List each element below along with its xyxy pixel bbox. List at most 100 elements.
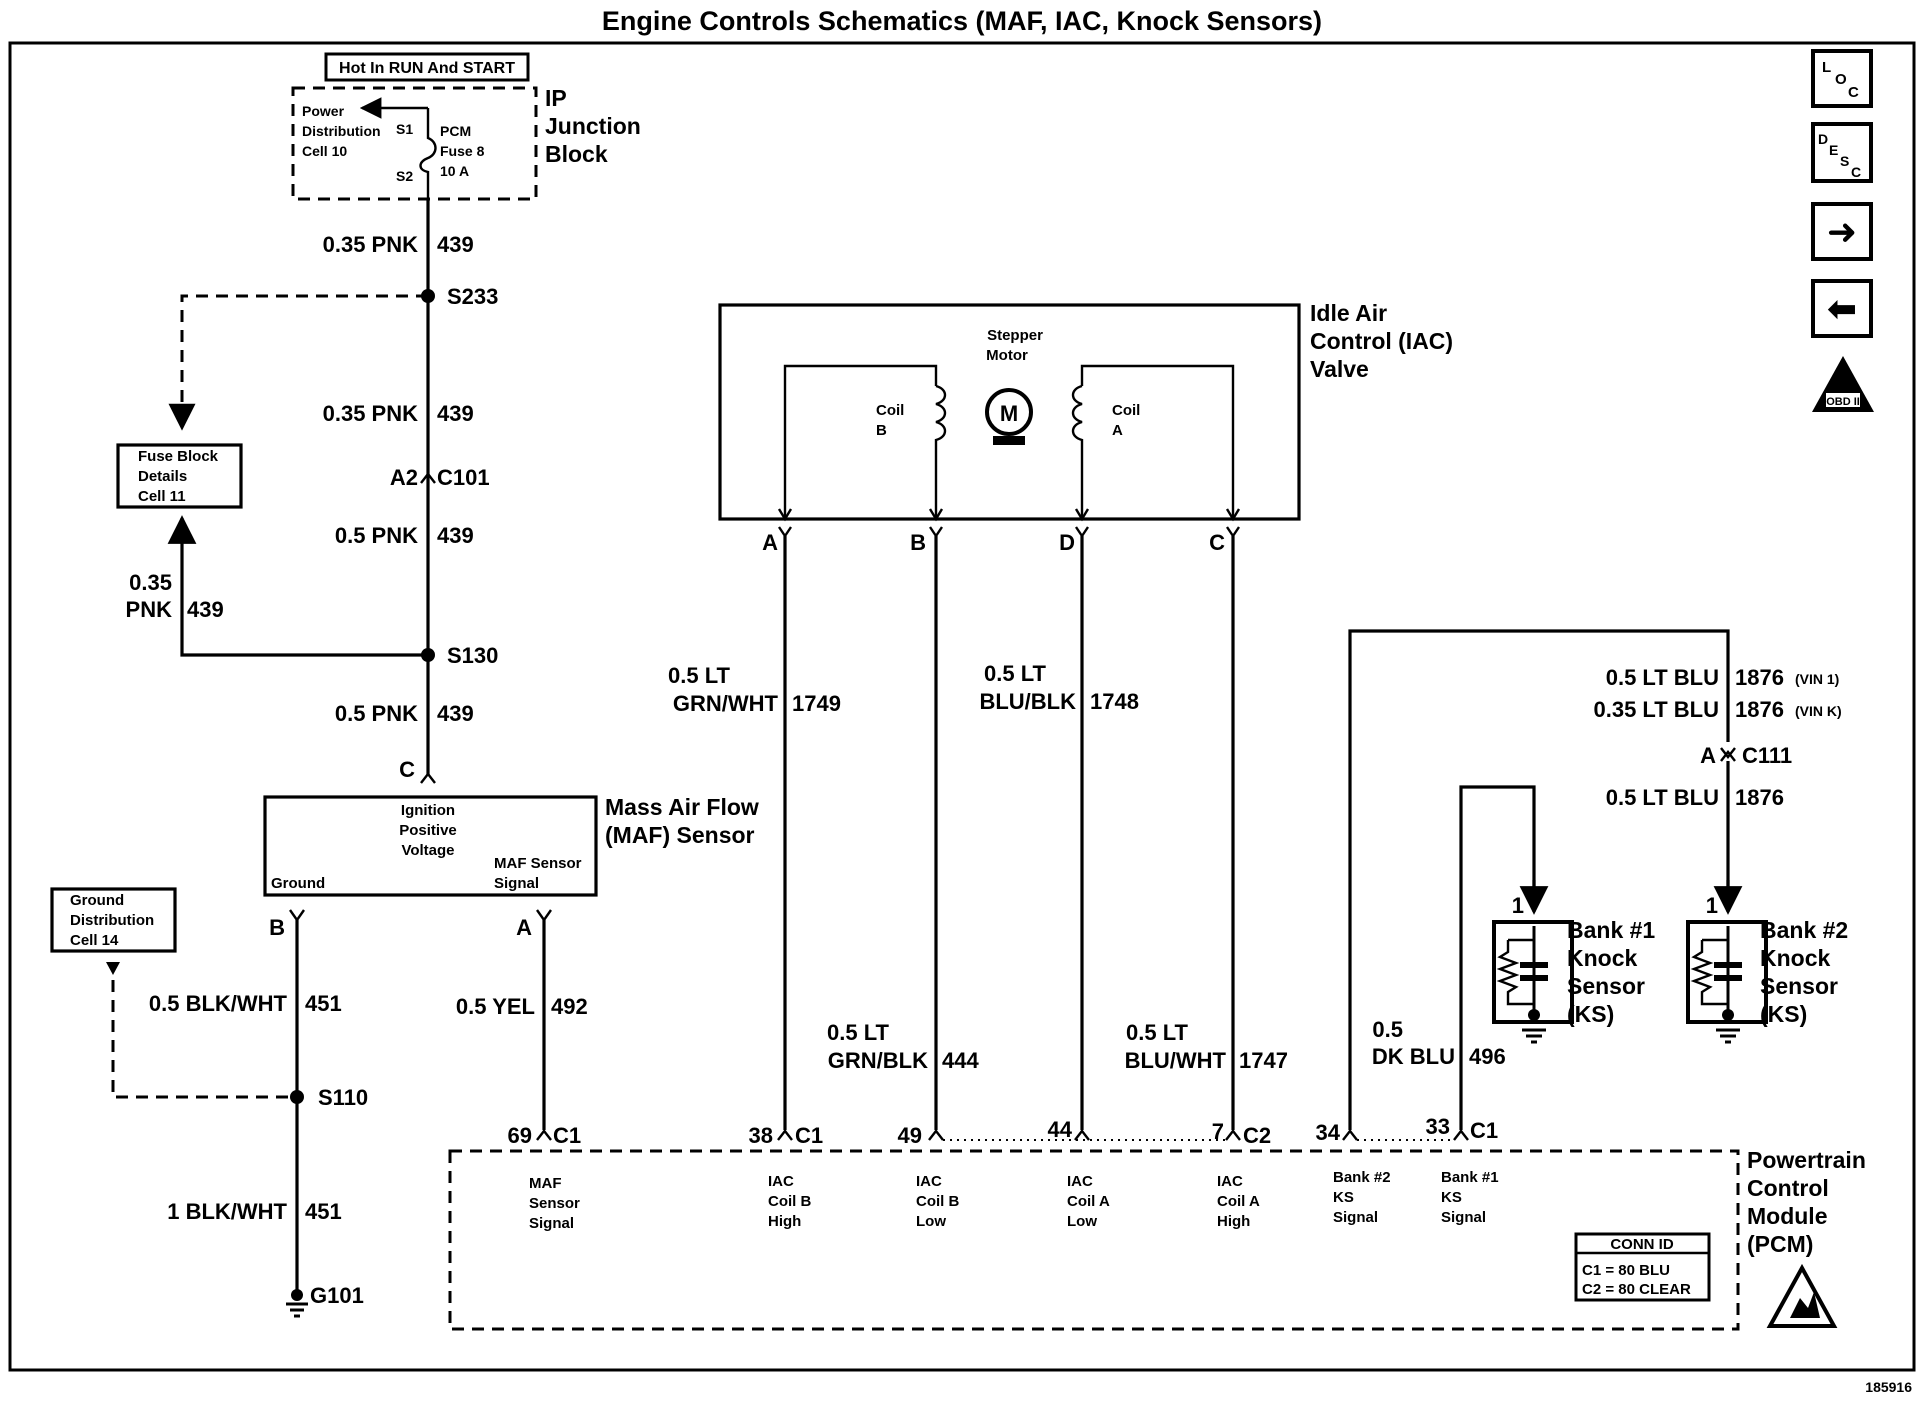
wire-1876-vin-a: (VIN 1) — [1795, 671, 1839, 687]
iac-pin-d: D — [1059, 530, 1075, 555]
wire-1747-circuit: 1747 — [1239, 1048, 1288, 1073]
pcm-iac-bl-1: IAC — [916, 1173, 942, 1190]
bank2-sensor-label-3: Sensor — [1760, 973, 1838, 999]
wire-1749-circuit: 1749 — [792, 691, 841, 716]
coil-b-label-1: Coil — [876, 402, 904, 419]
wire-439-size-2: 0.35 PNK — [323, 401, 418, 426]
pcm-iac-bh-3: High — [768, 1213, 801, 1230]
pcm-label-3: Module — [1747, 1203, 1828, 1229]
pcm-connector-c1-33: C1 — [1470, 1118, 1498, 1143]
wire-1749-size-2: GRN/WHT — [673, 691, 779, 716]
coil-a-label-1: Coil — [1112, 402, 1140, 419]
wire-1747-size-1: 0.5 LT — [1126, 1020, 1189, 1045]
connector-c101-label: C101 — [437, 465, 490, 490]
maf-connector-pin-c: C — [399, 757, 415, 782]
pcm-bank1-ks-3: Signal — [1441, 1209, 1486, 1226]
wire-439-circuit-1: 439 — [437, 232, 474, 257]
connector-id-c1: C1 = 80 BLU — [1582, 1262, 1670, 1279]
pcm-pin-38: 38 — [749, 1123, 773, 1148]
wire-1747-size-2: BLU/WHT — [1125, 1048, 1227, 1073]
maf-sensor-label-1: Mass Air Flow — [605, 794, 759, 820]
ground-distribution-ref-box — [50, 887, 177, 953]
iac-valve-box — [718, 303, 1301, 521]
ground-distribution-ref-2: Distribution — [70, 912, 154, 929]
pcm-maf-signal-1: MAF — [529, 1175, 562, 1192]
fuse-block-ref-box — [116, 443, 243, 509]
pcm-label-2: Control — [1747, 1175, 1829, 1201]
stepper-motor-label-2: Motor — [986, 347, 1028, 364]
description-button[interactable]: D E S C — [1811, 122, 1873, 183]
obd-ii-button[interactable]: T OBD II — [1812, 356, 1874, 412]
fuse-block-ref-2: Details — [138, 468, 187, 485]
wire-444-size-2: GRN/BLK — [828, 1048, 928, 1073]
desc-letter-d: D — [1818, 131, 1828, 147]
connector-c111-label: C111 — [1742, 743, 1792, 768]
pcm-label-1: Powertrain — [1747, 1147, 1866, 1173]
pcm-bank1-ks-1: Bank #1 — [1441, 1169, 1499, 1186]
maf-signal-terminal-2: Signal — [494, 875, 539, 892]
location-button[interactable]: L O C — [1811, 49, 1873, 108]
pcm-iac-al-1: IAC — [1067, 1173, 1093, 1190]
iac-pin-b-arrow-icon — [928, 508, 944, 522]
desc-letter-e: E — [1829, 142, 1838, 158]
iac-pin-b-terminal — [929, 526, 943, 539]
coil-b-wiring — [783, 364, 938, 517]
wire-492-circuit: 492 — [551, 994, 588, 1019]
ground-distribution-ref-3: Cell 14 — [70, 932, 119, 949]
connector-id-title: CONN ID — [1610, 1236, 1674, 1253]
wire-1748-size-1: 0.5 LT — [984, 661, 1047, 686]
fuse-terminal-s2: S2 — [396, 168, 413, 184]
pcm-connector-c2-7: C2 — [1243, 1123, 1271, 1148]
wire-444-circuit: 444 — [942, 1048, 979, 1073]
ground-distribution-ref-1: Ground — [70, 892, 124, 909]
bank2-sensor-label-2: Knock — [1760, 945, 1831, 971]
wire-1876-loop — [1348, 629, 1730, 1130]
pcm-iac-bl-3: Low — [916, 1213, 946, 1230]
next-page-button[interactable]: ➜ — [1811, 202, 1873, 261]
bank2-sensor-label-4: (KS) — [1760, 1001, 1807, 1027]
ip-junction-label-2: Junction — [545, 113, 641, 139]
hot-in-run-start-label: Hot In RUN And START — [339, 60, 515, 77]
ip-junction-block-outline — [291, 86, 538, 201]
connector-c111-symbol — [1720, 747, 1736, 762]
pcm-bank2-ks-3: Signal — [1333, 1209, 1378, 1226]
pcm-iac-bl-2: Coil B — [916, 1193, 959, 1210]
ground-ref-arrow-icon — [106, 962, 120, 975]
pcm-pin-33-symbol — [1453, 1129, 1469, 1141]
hot-in-run-start-label-box — [324, 52, 530, 82]
arrow-right-icon: ➜ — [1827, 211, 1857, 252]
wire-439-size-1: 0.35 PNK — [323, 232, 418, 257]
bank2-sensor-pin: 1 — [1706, 893, 1718, 918]
maf-connector-b-symbol — [289, 909, 305, 923]
wire-451-circuit-1: 451 — [305, 991, 342, 1016]
wire-1748-circuit: 1748 — [1090, 689, 1139, 714]
pcm-bank1-ks-2: KS — [1441, 1189, 1462, 1206]
power-distribution-ref-2: Distribution — [302, 123, 381, 139]
pcm-fuse-label-3: 10 A — [440, 163, 469, 179]
previous-page-button[interactable]: ⬅ — [1811, 279, 1873, 338]
pcm-pin-33: 33 — [1426, 1114, 1450, 1139]
wire-496-size-1: 0.5 — [1372, 1017, 1403, 1042]
maf-signal-terminal-1: MAF Sensor — [494, 855, 582, 872]
ip-junction-label-1: IP — [545, 85, 567, 111]
maf-sensor-box — [263, 795, 598, 897]
bank1-sensor-label-3: Sensor — [1567, 973, 1645, 999]
wire-496-circuit: 496 — [1469, 1044, 1506, 1069]
desc-letter-c: C — [1851, 164, 1861, 180]
wire-496-loop — [1459, 785, 1536, 1130]
wire-1876-vin-b: (VIN K) — [1795, 703, 1842, 719]
maf-connector-pin-a: A — [516, 915, 532, 940]
pcm-pin-49-symbol — [928, 1129, 944, 1141]
bank1-sensor-label-2: Knock — [1567, 945, 1638, 971]
wire-1876-size-b: 0.35 LT BLU — [1593, 697, 1719, 722]
pcm-pin-34: 34 — [1316, 1120, 1341, 1145]
wire-1876-circuit-a: 1876 — [1735, 665, 1784, 690]
wire-439-circuit-2: 439 — [437, 401, 474, 426]
wire-439-circuit-3: 439 — [437, 523, 474, 548]
pcm-iac-ah-3: High — [1217, 1213, 1250, 1230]
connector-id-table — [1574, 1232, 1711, 1302]
motor-m-symbol: M — [1000, 401, 1018, 426]
maf-ignition-voltage-1: Ignition — [401, 802, 455, 819]
loc-letter-c: C — [1848, 84, 1859, 101]
